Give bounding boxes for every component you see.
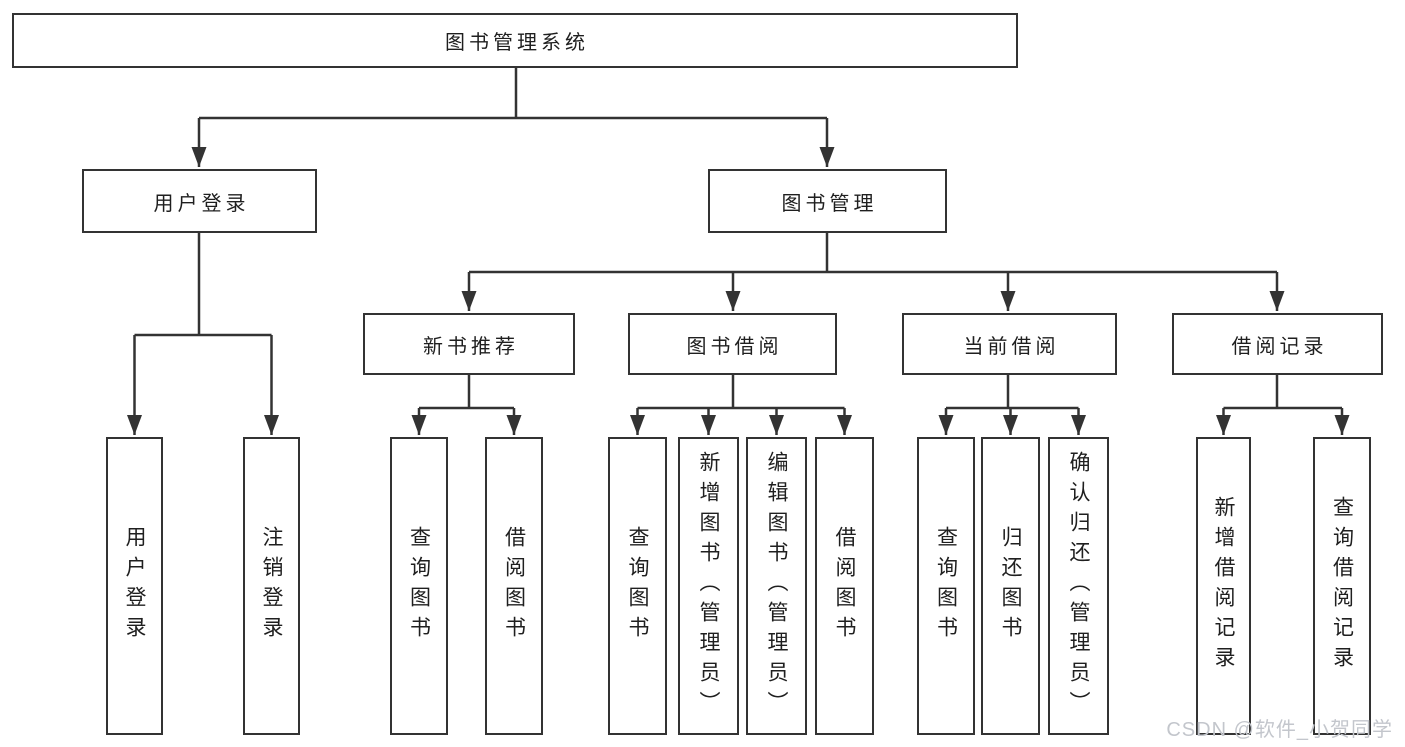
leaf-nbr-query-books: 查询图书	[390, 437, 448, 735]
leaf-bb-edit-book-admin: 编辑图书（管理员）	[746, 437, 807, 735]
leaf-nbr-borrow-books: 借阅图书	[485, 437, 543, 735]
leaf-label: 查询借阅记录	[1330, 496, 1354, 676]
leaf-label: 归还图书	[999, 526, 1023, 646]
connector-records-children	[1216, 375, 1350, 435]
node-book-management: 图书管理	[708, 169, 947, 233]
leaf-label: 注销登录	[260, 526, 284, 646]
node-book-borrowing: 图书借阅	[628, 313, 837, 375]
node-current-borrowing: 当前借阅	[902, 313, 1117, 375]
leaf-label: 查询图书	[934, 526, 958, 646]
leaf-user-login: 用户登录	[106, 437, 163, 735]
leaf-label: 查询图书	[407, 526, 431, 646]
watermark: CSDN @软件_小贺同学	[1166, 719, 1393, 741]
leaf-label: 编辑图书（管理员）	[765, 451, 789, 721]
leaf-label: 借阅图书	[502, 526, 526, 646]
leaf-bb-borrow-books: 借阅图书	[815, 437, 874, 735]
connector-current-borrowing-children	[938, 375, 1086, 435]
leaf-bb-add-book-admin: 新增图书（管理员）	[678, 437, 739, 735]
leaf-label: 新增借阅记录	[1212, 496, 1236, 676]
node-borrowing-records: 借阅记录	[1172, 313, 1383, 375]
leaf-rec-query-record: 查询借阅记录	[1313, 437, 1371, 735]
leaf-label: 查询图书	[626, 526, 650, 646]
leaf-logout: 注销登录	[243, 437, 300, 735]
leaf-rec-add-record: 新增借阅记录	[1196, 437, 1251, 735]
node-user-login: 用户登录	[82, 169, 317, 233]
node-root: 图书管理系统	[12, 13, 1018, 68]
leaf-cb-confirm-return-admin: 确认归还（管理员）	[1048, 437, 1109, 735]
connector-borrowing-children	[630, 375, 852, 435]
leaf-cb-return-books: 归还图书	[981, 437, 1040, 735]
leaf-label: 新增图书（管理员）	[697, 451, 721, 721]
connector-root-to-level2	[191, 68, 835, 167]
connector-book-management-children	[461, 233, 1285, 311]
leaf-bb-query-books: 查询图书	[608, 437, 667, 735]
connector-user-login-children	[127, 233, 279, 435]
connector-new-book-children	[411, 375, 522, 435]
leaf-cb-query-books: 查询图书	[917, 437, 975, 735]
leaf-label: 确认归还（管理员）	[1067, 451, 1091, 721]
leaf-label: 用户登录	[123, 526, 147, 646]
node-new-book-recommendation: 新书推荐	[363, 313, 575, 375]
leaf-label: 借阅图书	[833, 526, 857, 646]
